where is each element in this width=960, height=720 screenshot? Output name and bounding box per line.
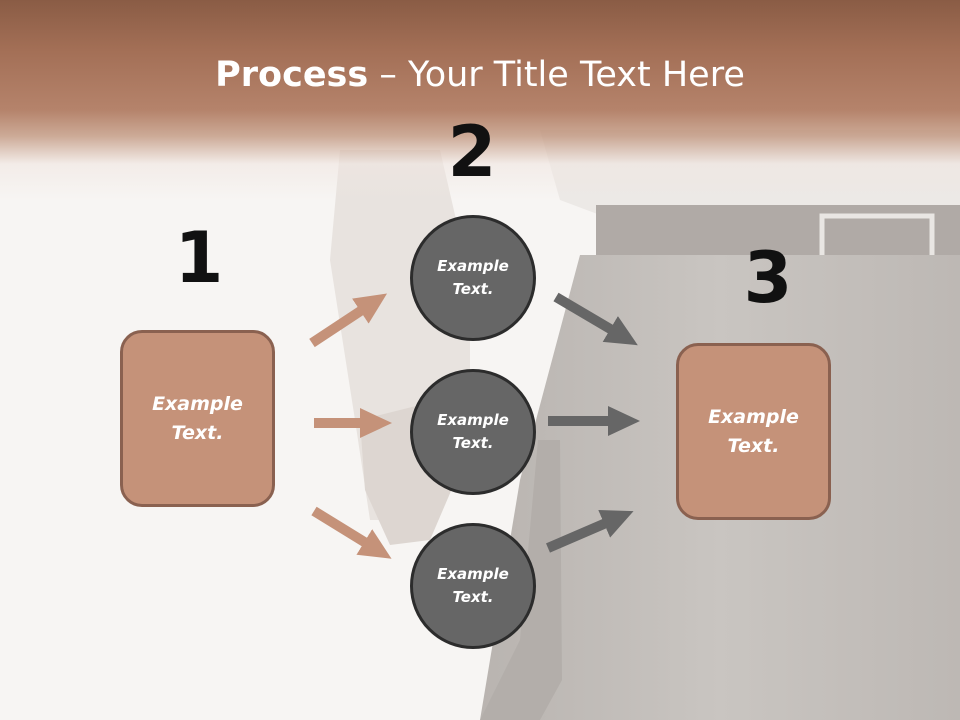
- arrow-1-to-2c: [311, 506, 392, 559]
- step-number-2: 2: [447, 111, 497, 193]
- step-2-circle-2-text: Example Text.: [437, 411, 509, 452]
- arrow-2c-to-3: [546, 510, 634, 553]
- slide-title: Process – Your Title Text Here: [0, 52, 960, 98]
- step-1-box: Example Text.: [120, 330, 275, 507]
- title-bold: Process: [215, 55, 369, 95]
- step-2-circle-3: Example Text.: [410, 523, 536, 649]
- title-rest: – Your Title Text Here: [368, 55, 745, 95]
- step-number-3: 3: [743, 237, 793, 319]
- header-band: [0, 0, 960, 200]
- step-number-1: 1: [174, 217, 224, 299]
- step-2-circle-1-text: Example Text.: [437, 257, 509, 298]
- step-3-text: Example Text.: [708, 405, 799, 457]
- step-2-circle-1: Example Text.: [410, 215, 536, 341]
- arrow-1-to-2a: [309, 293, 388, 348]
- step-3-box: Example Text.: [676, 343, 831, 520]
- step-2-circle-2: Example Text.: [410, 369, 536, 495]
- step-2-circle-3-text: Example Text.: [437, 565, 509, 606]
- arrow-2a-to-3: [553, 292, 638, 346]
- step-1-text: Example Text.: [152, 392, 243, 444]
